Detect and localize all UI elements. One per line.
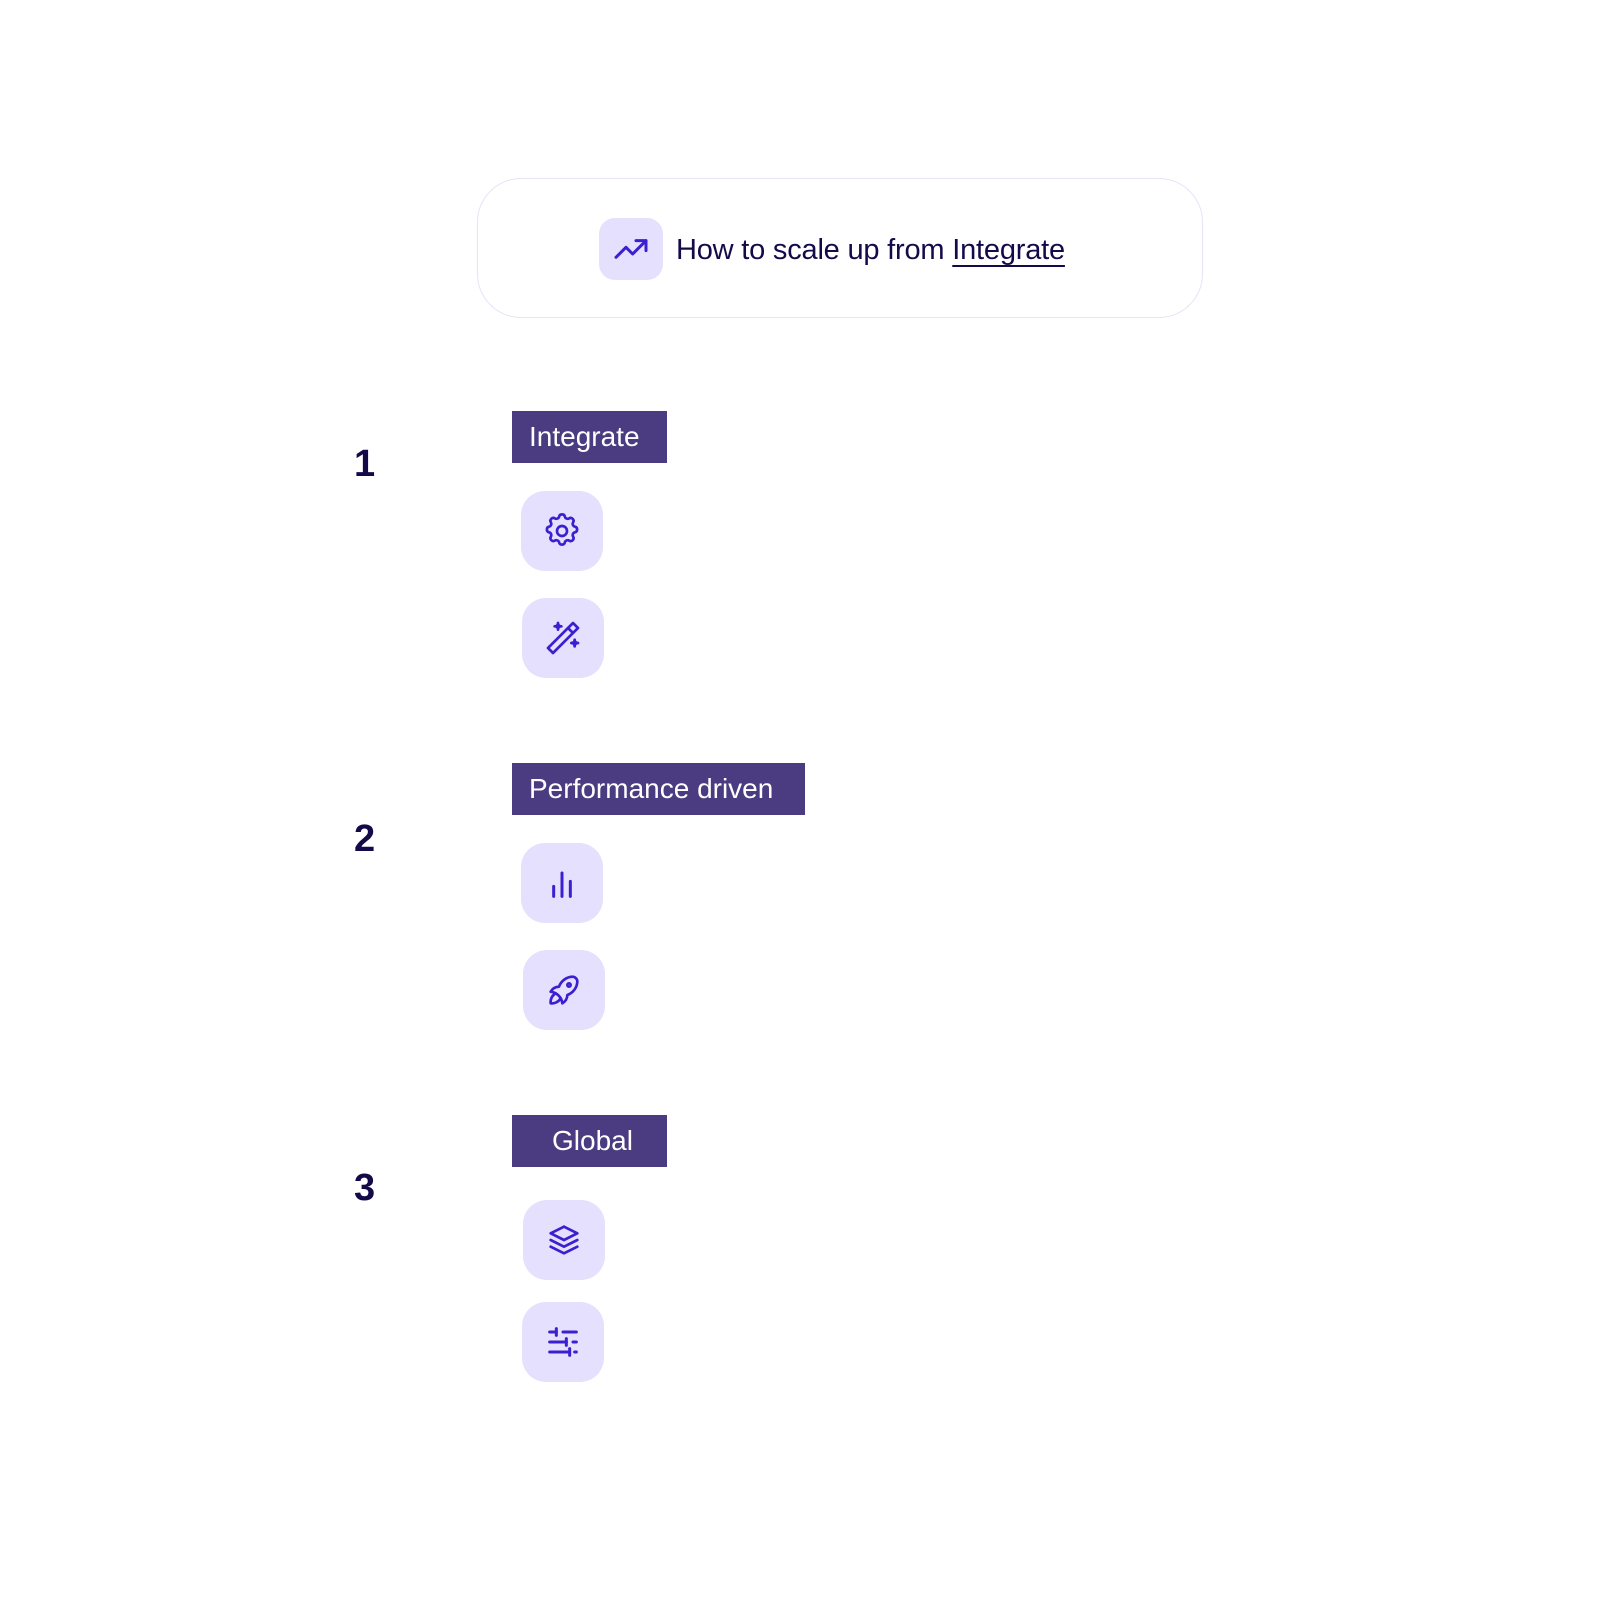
- magic-wand-icon: [522, 598, 604, 678]
- integrate-link[interactable]: Integrate: [952, 234, 1065, 266]
- header-title: How to scale up from Integrate: [676, 228, 1065, 272]
- rocket-icon: [523, 950, 605, 1030]
- gear-icon: [521, 491, 603, 571]
- header-title-prefix: How to scale up from: [676, 234, 945, 266]
- tag-global: Global: [512, 1115, 667, 1167]
- bar-chart-icon: [521, 843, 603, 923]
- step-number-2: 2: [354, 818, 376, 860]
- header-card: [477, 178, 1203, 318]
- sliders-icon: [522, 1302, 604, 1382]
- tag-performance-driven: Performance driven: [512, 763, 805, 815]
- step-number-3: 3: [354, 1167, 376, 1209]
- step-number-1: 1: [354, 443, 376, 485]
- trending-up-icon: [599, 218, 663, 280]
- tag-integrate: Integrate: [512, 411, 667, 463]
- layers-icon: [523, 1200, 605, 1280]
